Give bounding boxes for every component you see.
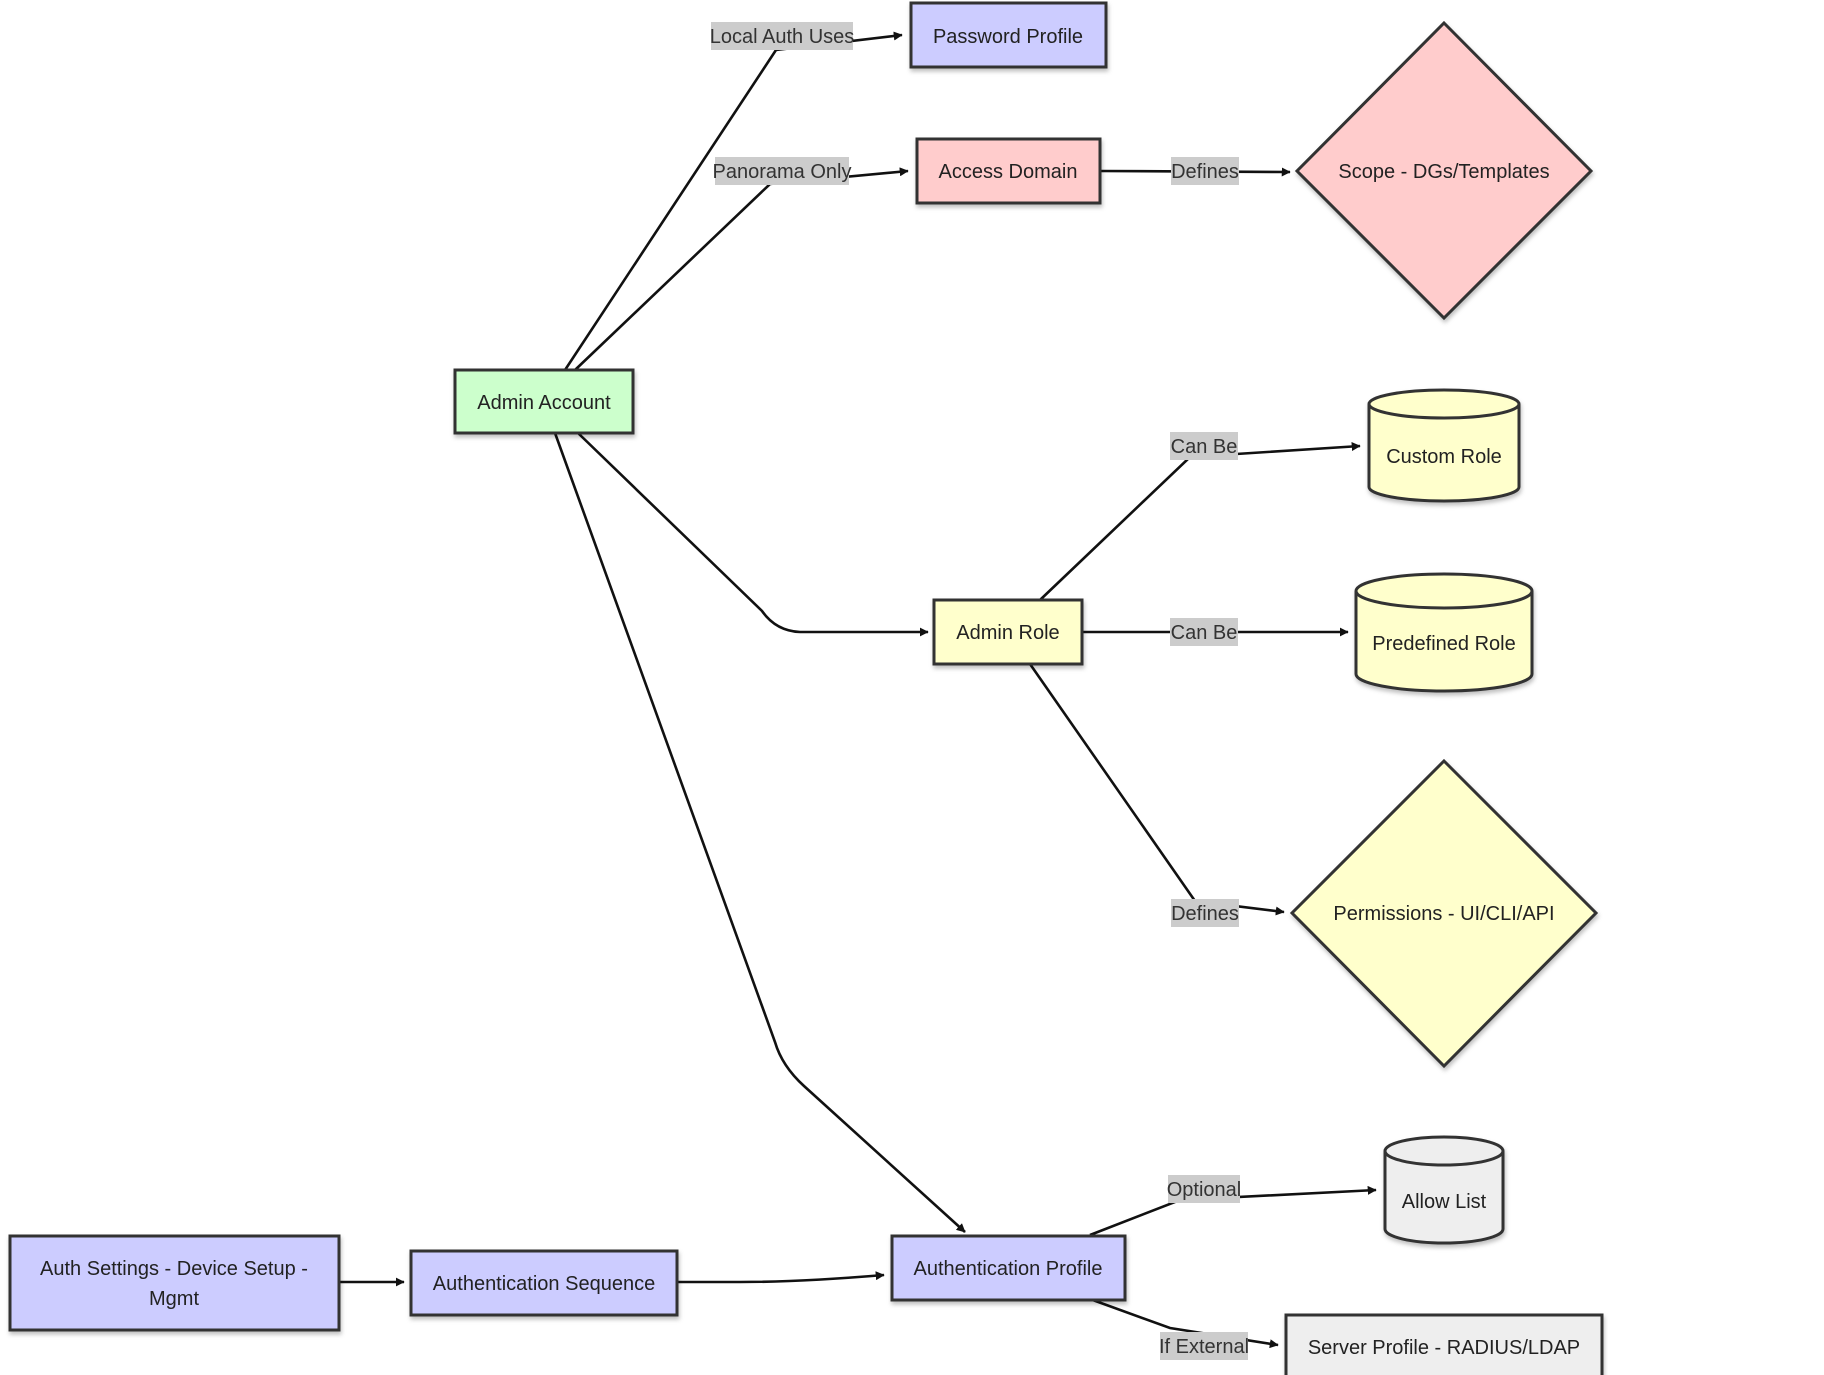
svg-text:Authentication Sequence: Authentication Sequence — [433, 1273, 655, 1295]
svg-text:Panorama Only: Panorama Only — [713, 161, 852, 183]
svg-text:Authentication Profile: Authentication Profile — [913, 1258, 1102, 1280]
svg-text:If External: If External — [1159, 1336, 1249, 1358]
svg-text:Server Profile - RADIUS/LDAP: Server Profile - RADIUS/LDAP — [1308, 1337, 1580, 1359]
svg-text:Scope - DGs/Templates: Scope - DGs/Templates — [1338, 161, 1549, 183]
edge-label-can-be-custom: Can Be — [1170, 432, 1238, 460]
node-admin-role[interactable]: Admin Role — [932, 598, 1084, 666]
svg-text:Custom Role: Custom Role — [1386, 446, 1502, 468]
edge-labels: Local Auth Uses Panorama Only Defines Ca… — [710, 22, 1249, 1360]
svg-text:Access Domain: Access Domain — [939, 161, 1078, 183]
edge-label-can-be-predefined: Can Be — [1170, 618, 1238, 646]
node-access-domain[interactable]: Access Domain — [915, 137, 1102, 205]
svg-text:Mgmt: Mgmt — [149, 1288, 199, 1310]
edge-label-local-auth-uses: Local Auth Uses — [710, 22, 855, 50]
svg-text:Admin Role: Admin Role — [956, 622, 1059, 644]
edge-label-defines-scope: Defines — [1171, 157, 1239, 185]
node-auth-settings[interactable]: Auth Settings - Device Setup - Mgmt — [8, 1234, 341, 1332]
svg-text:Defines: Defines — [1171, 903, 1239, 925]
svg-text:Local Auth Uses: Local Auth Uses — [710, 26, 855, 48]
svg-text:Can Be: Can Be — [1171, 436, 1238, 458]
svg-text:Password Profile: Password Profile — [933, 26, 1083, 48]
node-predefined-role-cylinder[interactable]: Predefined Role — [1354, 572, 1534, 693]
node-permissions-diamond[interactable]: Permissions - UI/CLI/API — [1289, 758, 1599, 1069]
edge-admin-account-to-auth-profile — [553, 432, 966, 1233]
node-authentication-sequence[interactable]: Authentication Sequence — [409, 1249, 679, 1317]
node-password-profile[interactable]: Password Profile — [909, 1, 1108, 69]
edge-admin-account-to-admin-role — [577, 432, 929, 637]
edge-label-if-external: If External — [1159, 1332, 1249, 1360]
svg-text:Auth Settings - Device Setup -: Auth Settings - Device Setup - — [40, 1258, 308, 1280]
edge-label-defines-permissions: Defines — [1171, 899, 1239, 927]
svg-text:Defines: Defines — [1171, 161, 1239, 183]
node-server-profile[interactable]: Server Profile - RADIUS/LDAP — [1284, 1313, 1604, 1375]
edge-admin-role-to-permissions — [1028, 663, 1285, 916]
node-scope-diamond[interactable]: Scope - DGs/Templates — [1294, 20, 1594, 321]
edges — [340, 31, 1377, 1349]
edge-label-optional: Optional — [1167, 1175, 1242, 1203]
edge-admin-role-to-custom-role — [1039, 442, 1361, 601]
node-authentication-profile[interactable]: Authentication Profile — [890, 1234, 1127, 1302]
node-custom-role-cylinder[interactable]: Custom Role — [1367, 388, 1521, 503]
svg-text:Optional: Optional — [1167, 1179, 1242, 1201]
svg-text:Permissions - UI/CLI/API: Permissions - UI/CLI/API — [1333, 903, 1554, 925]
nodes: Admin Account Password Profile Access Do… — [8, 1, 1604, 1375]
node-allow-list-cylinder[interactable]: Allow List — [1383, 1135, 1505, 1245]
edge-admin-account-to-access-domain — [574, 167, 909, 371]
edge-auth-sequence-to-auth-profile — [678, 1271, 885, 1284]
edge-label-panorama-only: Panorama Only — [713, 157, 852, 185]
svg-text:Predefined Role: Predefined Role — [1372, 633, 1515, 655]
svg-text:Allow List: Allow List — [1402, 1191, 1487, 1213]
svg-text:Can Be: Can Be — [1171, 622, 1238, 644]
svg-text:Admin Account: Admin Account — [477, 392, 611, 414]
node-admin-account[interactable]: Admin Account — [453, 368, 635, 435]
edge-admin-account-to-password-profile — [563, 31, 903, 371]
